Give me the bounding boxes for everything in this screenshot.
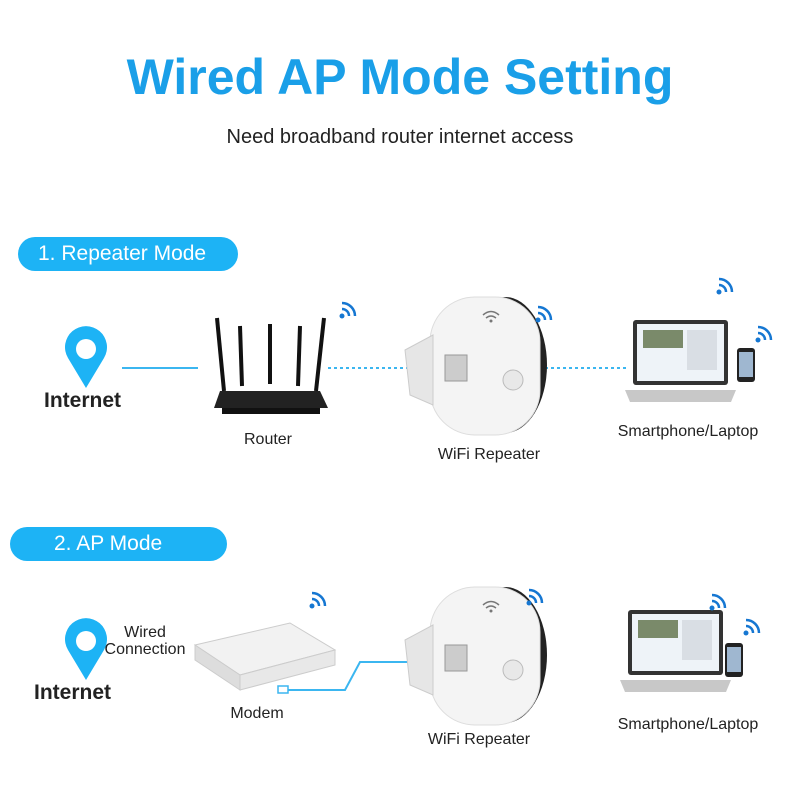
- wifi-icon: [535, 305, 553, 323]
- wifi-icon: [709, 593, 727, 611]
- wifi-repeater-image: [404, 296, 547, 436]
- page-title: Wired AP Mode Setting: [126, 49, 674, 105]
- modem-port-highlight: [277, 685, 289, 694]
- subtitle: Need broadband router internet access: [226, 126, 574, 148]
- wifi-icon: [526, 588, 544, 606]
- wifi-icon: [755, 325, 773, 343]
- location-pin-icon: [65, 618, 107, 680]
- router-image: [214, 317, 328, 414]
- wifi-icon: [339, 301, 357, 319]
- location-pin-icon: [65, 326, 107, 388]
- wifi-icon: [743, 618, 761, 636]
- modem-label: Modem: [230, 705, 284, 722]
- laptop-smartphone-image: [625, 320, 755, 402]
- wifi-icon: [716, 277, 734, 295]
- wifi-repeater-image: [404, 586, 547, 726]
- ethernet-cable: [288, 661, 440, 691]
- wired-connection-label: Wired Connection: [105, 624, 186, 658]
- repeater-label: WiFi Repeater: [427, 731, 531, 748]
- internet-label: Internet: [34, 681, 112, 704]
- router-label: Router: [243, 431, 293, 448]
- laptop-smartphone-image: [620, 610, 743, 692]
- internet-label: Internet: [44, 389, 122, 412]
- modem-image: [193, 622, 337, 691]
- repeater-mode-heading: 1. Repeater Mode: [18, 237, 238, 271]
- clients-label: Smartphone/Laptop: [617, 716, 759, 733]
- clients-label: Smartphone/Laptop: [617, 423, 759, 440]
- wifi-icon: [309, 591, 327, 609]
- wired-line2: Connection: [104, 641, 186, 658]
- repeater-label: WiFi Repeater: [437, 446, 541, 463]
- ap-mode-heading: 2. AP Mode: [10, 527, 227, 561]
- wired-line1: Wired: [124, 624, 166, 641]
